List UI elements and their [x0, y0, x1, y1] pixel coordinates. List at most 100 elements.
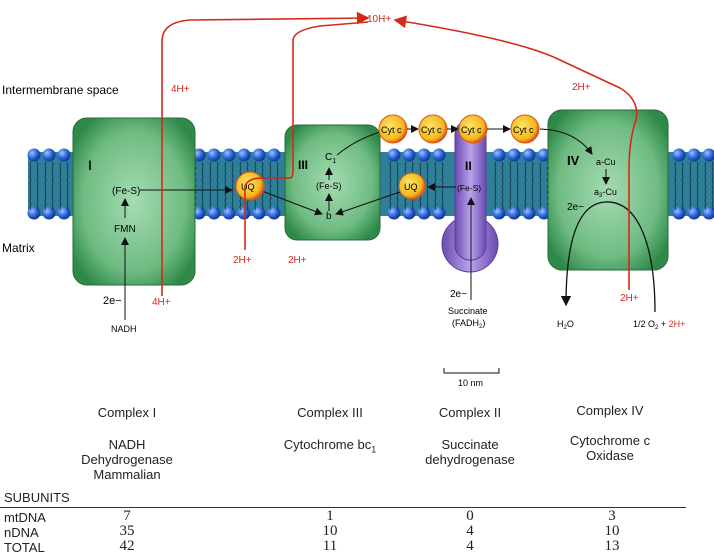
- lipid-tail: [704, 161, 707, 211]
- matrix-label: Matrix: [2, 241, 35, 255]
- lipid-head: [522, 206, 536, 220]
- complex-ii-name-line: dehydrogenase: [425, 452, 515, 467]
- lipid-tail: [44, 161, 47, 211]
- scale-bar-label: 10 nm: [458, 378, 483, 388]
- complex-iv-a3cu: a3-Cu: [594, 187, 617, 199]
- complex-ii-fes: (Fe-S): [457, 183, 481, 193]
- lipid-head: [672, 206, 686, 220]
- complex-iv-name-line: Cytochrome c: [569, 433, 651, 448]
- lipid-head: [507, 148, 521, 162]
- lipid-tail: [689, 161, 692, 211]
- cytochrome-c-label: Cyt c: [421, 125, 442, 135]
- lipid-head: [387, 206, 401, 220]
- lipid-tail: [29, 161, 32, 211]
- lipid-tail: [276, 161, 279, 211]
- complex-iv-electrons: 2e−: [567, 202, 584, 213]
- lipid-head: [537, 148, 551, 162]
- lipid-tail: [711, 161, 714, 211]
- complex-ii-name: Succinate dehydrogenase: [415, 437, 525, 467]
- lipid-tail: [201, 161, 204, 211]
- lipid-tail: [681, 161, 684, 211]
- cell-ndna: 10: [322, 523, 338, 539]
- complex-iv-numeral: IV: [567, 153, 580, 168]
- lipid-head: [222, 206, 236, 220]
- complex-i-protons-out: 4H+: [152, 297, 171, 308]
- complex-iii: [284, 124, 381, 241]
- lipid-tail: [509, 161, 512, 211]
- complex-i-electrons: 2e−: [103, 295, 122, 307]
- lipid-head: [507, 206, 521, 220]
- complex-i: [72, 117, 196, 286]
- complex-iv: [547, 109, 669, 271]
- cell-total: 13: [604, 538, 620, 554]
- complex-iv-protons-out: 2H+: [572, 82, 591, 93]
- cell-ndna: 10: [604, 523, 620, 539]
- col-header-complex-ii: Complex II: [438, 405, 502, 420]
- lipid-head: [672, 148, 686, 162]
- lipid-head: [27, 148, 41, 162]
- lipid-head: [432, 206, 446, 220]
- cell-total: 11: [322, 538, 338, 554]
- complex-iii-protons-in: 2H+: [288, 255, 307, 266]
- lipid-tail: [51, 161, 54, 211]
- cytochrome-c-label: Cyt c: [381, 125, 402, 135]
- lipid-head: [57, 148, 71, 162]
- oxygen-label: 1/2 O2 + 2H+: [633, 319, 685, 331]
- cell-mtdna: 7: [123, 508, 131, 524]
- complex-i-protons-in: 4H+: [171, 84, 190, 95]
- lipid-head: [492, 206, 506, 220]
- lipid-head: [687, 148, 701, 162]
- lipid-head: [267, 206, 281, 220]
- lipid-tail: [59, 161, 62, 211]
- total-protons-label: 10H+: [367, 14, 391, 25]
- lipid-head: [267, 148, 281, 162]
- subunits-label: SUBUNITS: [4, 490, 70, 505]
- lipid-tail: [209, 161, 212, 211]
- complex-iv-name: Cytochrome c Oxidase: [555, 433, 665, 463]
- complex-iii-numeral: III: [298, 158, 308, 172]
- ubiquinone-label: UQ: [241, 182, 255, 192]
- cell-mtdna: 0: [466, 508, 474, 524]
- row-label-mtdna: mtDNA: [4, 510, 46, 525]
- proton-pump-paths: [161, 11, 638, 296]
- lipid-heads: [27, 148, 714, 220]
- lipid-head: [522, 148, 536, 162]
- lipid-tail: [494, 161, 497, 211]
- lipid-tail: [516, 161, 519, 211]
- lipid-tail: [531, 161, 534, 211]
- row-label-total: TOTAL: [4, 540, 45, 555]
- complex-ii-electrons: 2e−: [450, 289, 467, 300]
- cell-mtdna: 1: [326, 508, 334, 524]
- fadh2-label: (FADH2): [452, 318, 485, 330]
- intermembrane-label: Intermembrane space: [2, 83, 119, 97]
- complex-i-name-line: Dehydrogenase: [81, 452, 173, 467]
- lipid-head: [42, 206, 56, 220]
- complex-iii-name-sub: 1: [371, 444, 377, 455]
- complex-i-fmn: FMN: [114, 224, 136, 235]
- lipid-head: [402, 148, 416, 162]
- lipid-head: [237, 148, 251, 162]
- lipid-head: [222, 148, 236, 162]
- cell-total: 42: [119, 538, 135, 554]
- cell-total: 4: [466, 538, 474, 554]
- complex-iv-acu: a-Cu: [596, 157, 616, 167]
- complex-iii-c1: C1: [325, 152, 336, 165]
- complex-iv-name-line: Oxidase: [586, 448, 634, 463]
- nadh-label: NADH: [111, 324, 137, 334]
- lipid-head: [57, 206, 71, 220]
- lipid-tail: [524, 161, 527, 211]
- lipid-head: [402, 206, 416, 220]
- lipid-tail: [66, 161, 69, 211]
- lipid-tail: [674, 161, 677, 211]
- lipid-tail: [434, 161, 437, 211]
- uq-protons-in: 2H+: [233, 255, 252, 266]
- cytochrome-c-label: Cyt c: [513, 125, 534, 135]
- complex-ii-name-line: Succinate: [441, 437, 499, 452]
- complex-iii-fes: (Fe-S): [316, 181, 342, 191]
- cytochrome-c-label: Cyt c: [461, 125, 482, 135]
- electron-transport-diagram: I (Fe-S) FMN 2e− NADH III C1 (Fe-S) b UQ…: [2, 11, 714, 388]
- lipid-head: [702, 206, 714, 220]
- lipid-head: [492, 148, 506, 162]
- cytochrome-c: [510, 114, 540, 144]
- table-rule: [0, 507, 686, 508]
